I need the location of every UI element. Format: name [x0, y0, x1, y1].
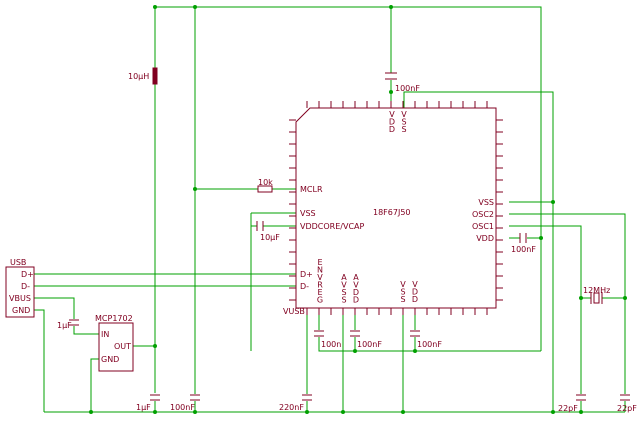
capacitor-bottom-1 [150, 394, 160, 401]
regulator-title: MCP1702 [95, 314, 133, 323]
junction-dot [341, 410, 345, 414]
capacitor-bottom-2 [190, 394, 200, 401]
junction-dot [539, 236, 543, 240]
ic-pin-osc2: OSC2 [472, 210, 494, 219]
regulator-pin-gnd: GND [101, 355, 119, 364]
ic-pin-vddcore: VDDCORE/VCAP [300, 222, 365, 231]
regulator-pin-out: OUT [114, 342, 131, 351]
cap-vdd-value: 100nF [511, 245, 536, 254]
microcontroller: 18F67J50 MCLR VSS VDDCORE/VCAP D+ D- VSS… [283, 101, 503, 316]
capacitor-envreg [314, 330, 324, 337]
junction-dot [153, 344, 157, 348]
wire-reg-gnd [90, 358, 99, 412]
junction-dot [153, 410, 157, 414]
wire-top-rail [155, 6, 542, 351]
junction-dot [305, 410, 309, 414]
junction-dot [623, 296, 627, 300]
capacitor-avdd [350, 330, 360, 337]
crystal-value: 12MHz [583, 286, 610, 295]
ic-part-number: 18F67J50 [373, 208, 411, 217]
junction-dot [579, 410, 583, 414]
crystal-body [593, 292, 600, 304]
ic-pin-dminus: D- [300, 282, 309, 291]
wire-top-vss [403, 91, 554, 412]
wire-usb-gnd [34, 309, 45, 412]
ic-body [295, 107, 497, 309]
ic-pin-stubs [289, 101, 503, 315]
junction-dot [579, 296, 583, 300]
wire-vbus [34, 297, 99, 335]
cap-vbus-value: 1µF [57, 321, 72, 330]
ic-pin-vss-right: VSS [478, 198, 494, 207]
usb-pin-vbus: VBUS [9, 294, 31, 303]
junction-dot [551, 200, 555, 204]
cap-osc-2-value: 22pF [617, 404, 637, 413]
regulator-body [98, 322, 134, 372]
junction-dot [401, 410, 405, 414]
capacitor-vdd-right [519, 233, 527, 243]
cap-vcore-value: 10µF [260, 233, 280, 242]
ic-pin-vdd-right: VDD [476, 234, 494, 243]
junction-dot [389, 90, 393, 94]
resistor-value: 10k [258, 178, 273, 187]
junction-dot [551, 410, 555, 414]
cap-vusb-value: 220nF [279, 403, 304, 412]
capacitor-osc-1 [576, 394, 586, 401]
usb-connector: USB D+ D- VBUS GND [5, 258, 35, 318]
cap-top-value: 100nF [395, 84, 420, 93]
junction-dot [153, 5, 157, 9]
usb-pin-gnd: GND [12, 306, 30, 315]
passive-components: 10µH 100nF 10k 10µF 100nF 100n 100nF 100… [57, 67, 637, 413]
ic-pin-mclr: MCLR [300, 185, 323, 194]
cap-bottom-1-value: 1µF [136, 403, 151, 412]
ic-pin-osc1: OSC1 [472, 222, 494, 231]
capacitor-top [385, 72, 397, 80]
cap-osc-1-value: 22pF [558, 404, 578, 413]
wire-osc2 [509, 213, 626, 412]
usb-title: USB [10, 258, 26, 267]
capacitor-vbus [69, 319, 79, 326]
cap-vdd-bottom-value: 100nF [417, 340, 442, 349]
cap-avdd-value: 100nF [357, 340, 382, 349]
junction-dot [193, 5, 197, 9]
resistor-mclr [257, 185, 273, 193]
wire-network [34, 6, 626, 413]
capacitor-vcore [256, 221, 264, 231]
junction-dot [353, 349, 357, 353]
regulator-pin-in: IN [101, 330, 109, 339]
junction-dot [413, 349, 417, 353]
junction-dot [89, 410, 93, 414]
cap-bottom-2-value: 100nF [170, 403, 195, 412]
inductor-value: 10µH [128, 72, 149, 81]
ic-pin-dplus: D+ [300, 270, 313, 279]
wire-vss-left [250, 212, 296, 351]
capacitor-vusb [302, 394, 312, 401]
inductor-symbol [152, 67, 158, 85]
voltage-regulator: MCP1702 IN OUT GND [95, 314, 134, 372]
usb-pin-dplus: D+ [21, 270, 34, 279]
junction-dot [193, 410, 197, 414]
capacitor-osc-2 [620, 394, 630, 401]
junctions [89, 5, 627, 414]
ic-pin-vusb: VUSB [283, 307, 305, 316]
cap-envreg-value: 100n [321, 340, 341, 349]
usb-pin-dminus: D- [21, 282, 30, 291]
crystal-plates [590, 292, 603, 304]
capacitor-vdd-bottom [410, 330, 420, 337]
usb-body [5, 266, 35, 318]
junction-dot [389, 5, 393, 9]
junction-dot [193, 187, 197, 191]
ic-pin-vss-left: VSS [300, 209, 316, 218]
